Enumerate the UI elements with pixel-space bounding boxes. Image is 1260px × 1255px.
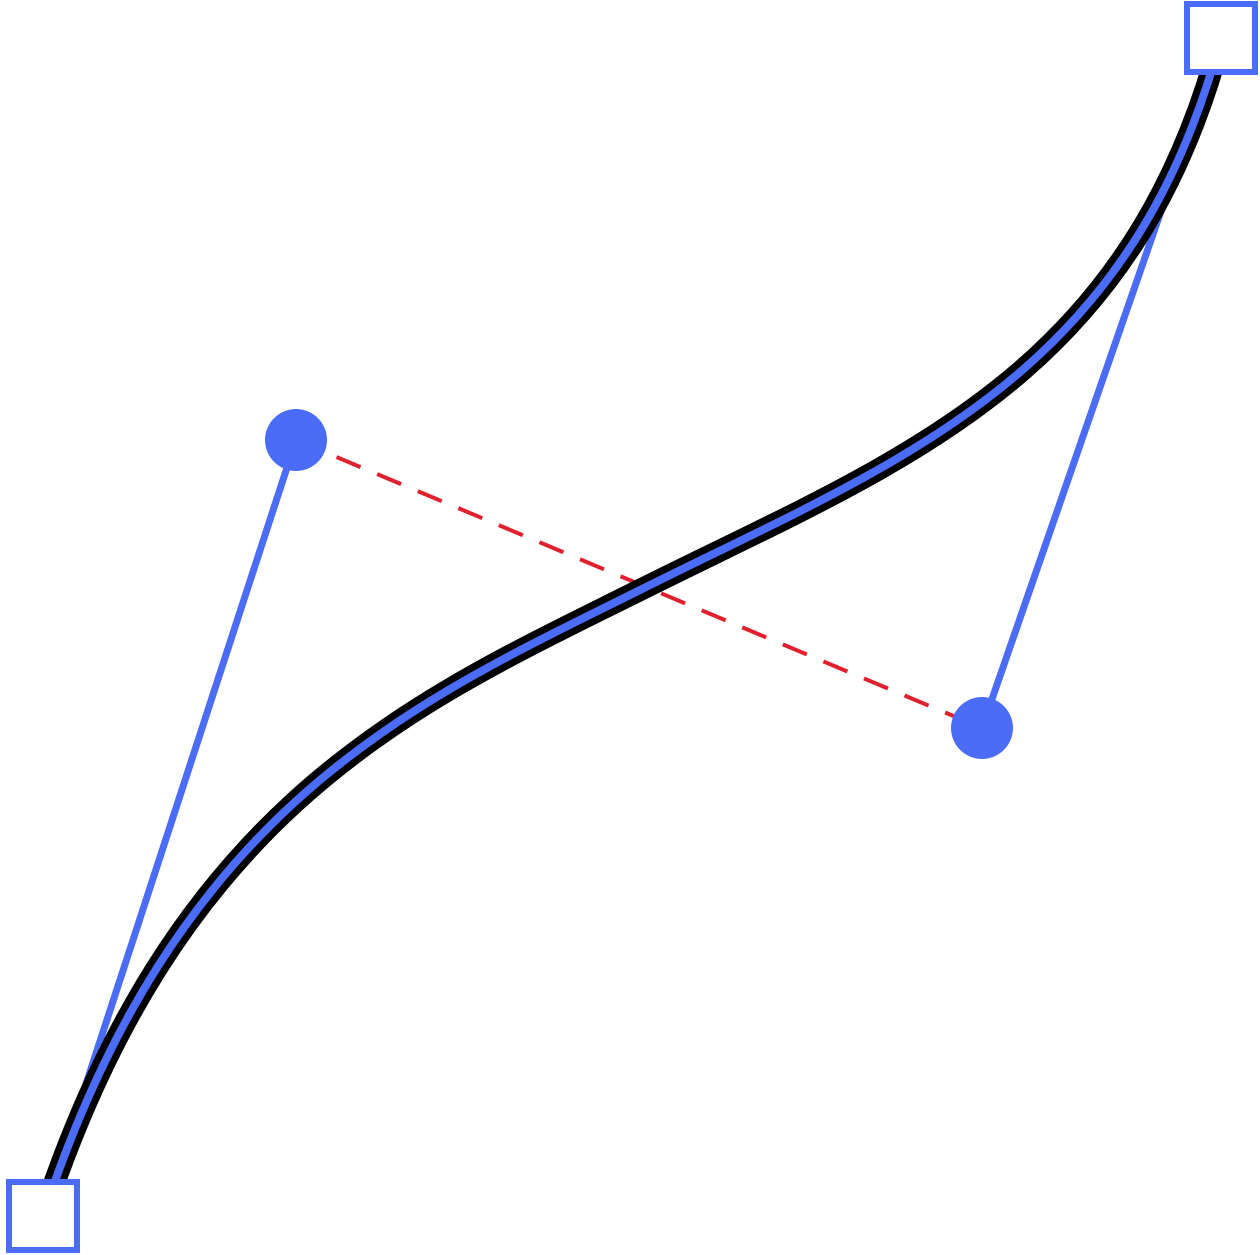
end-anchor-point[interactable] <box>1184 1 1258 75</box>
control-point-1[interactable] <box>265 409 327 471</box>
start-anchor-point[interactable] <box>6 1179 80 1253</box>
bezier-curve-outline[interactable] <box>32 27 1232 1227</box>
bezier-curve[interactable] <box>39 34 1225 1220</box>
control-point-2[interactable] <box>951 697 1013 759</box>
